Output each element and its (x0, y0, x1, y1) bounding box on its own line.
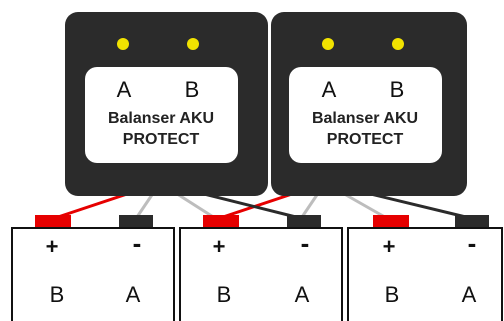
plus-sign: + (213, 234, 226, 259)
led-indicator-b (187, 38, 199, 50)
plus-sign: + (383, 234, 396, 259)
battery-label-a: A (295, 282, 310, 307)
positive-terminal (35, 215, 71, 228)
positive-terminal (373, 215, 409, 228)
terminal-label-b: B (185, 77, 200, 102)
balancer-device-1: A B Balanser AKU PROTECT (65, 12, 268, 196)
led-indicator-b (392, 38, 404, 50)
led-indicator-a (322, 38, 334, 50)
negative-terminal (287, 215, 321, 228)
device-title-line1: Balanser AKU (108, 110, 214, 127)
battery-3: + - B A (347, 215, 503, 321)
battery-label-b: B (217, 282, 232, 307)
battery-2: + - B A (179, 215, 343, 321)
battery-label-a: A (126, 282, 141, 307)
minus-sign: - (301, 228, 310, 258)
minus-sign: - (468, 228, 477, 258)
negative-terminal (119, 215, 153, 228)
led-indicator-a (117, 38, 129, 50)
battery-body (11, 227, 175, 321)
positive-terminal (203, 215, 239, 228)
battery-label-b: B (385, 282, 400, 307)
balancer-device-2: A B Balanser AKU PROTECT (271, 12, 467, 196)
battery-body (347, 227, 503, 321)
terminal-label-a: A (117, 77, 132, 102)
battery-body (179, 227, 343, 321)
plus-sign: + (46, 234, 59, 259)
device-title-line2: PROTECT (327, 131, 404, 148)
balancer-label-panel (289, 67, 442, 163)
terminal-label-b: B (390, 77, 405, 102)
negative-terminal (455, 215, 489, 228)
balancer-label-panel (85, 67, 238, 163)
battery-1: + - B A (11, 215, 175, 321)
battery-label-a: A (462, 282, 477, 307)
terminal-label-a: A (322, 77, 337, 102)
device-title-line1: Balanser AKU (312, 110, 418, 127)
battery-label-b: B (50, 282, 65, 307)
device-title-line2: PROTECT (123, 131, 200, 148)
minus-sign: - (133, 228, 142, 258)
